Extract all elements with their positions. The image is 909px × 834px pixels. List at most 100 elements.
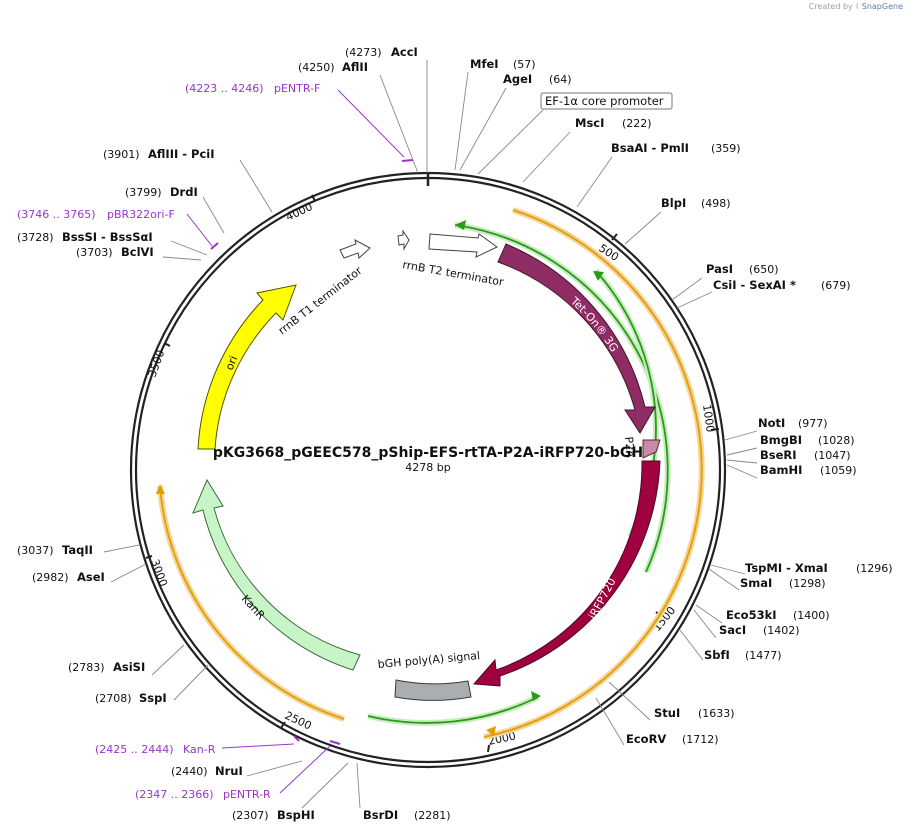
svg-text:(679): (679) xyxy=(821,279,851,292)
site-label[interactable]: BlpI (498) xyxy=(661,196,731,210)
svg-text:(650): (650) xyxy=(749,263,779,276)
plasmid-title: pKG3668_pGEEC578_pShip-EFS-rtTA-P2A-iRFP… xyxy=(213,445,643,461)
primer-label[interactable]: (4223 .. 4246)pENTR-F xyxy=(185,82,320,95)
site-label[interactable]: TspMI - XmaI(1296) xyxy=(745,561,893,575)
feature-label-irfp720: iRFP720 xyxy=(586,576,618,622)
site-label[interactable]: Eco53kI(1400) xyxy=(726,608,830,622)
svg-text:MscI: MscI xyxy=(575,116,604,130)
site-label[interactable]: BmgBI(1028) xyxy=(760,433,855,447)
site-label[interactable]: (4250)AflII xyxy=(298,60,368,74)
site-label[interactable]: BamHI (1059) xyxy=(760,463,857,477)
site-label[interactable]: BsrDI(2281) xyxy=(363,808,451,822)
feature-rrnb-t2[interactable] xyxy=(428,233,498,258)
site-label[interactable]: (2307)BspHI xyxy=(232,808,315,822)
feature-bgh-polya[interactable] xyxy=(394,679,472,701)
primer-marks xyxy=(210,159,414,745)
site-label[interactable]: (2982)AseI xyxy=(32,570,105,584)
site-label[interactable]: (3728)BssSI - BssSαI xyxy=(17,230,153,244)
svg-text:BspHI: BspHI xyxy=(277,808,315,822)
svg-text:(2982): (2982) xyxy=(32,571,69,584)
svg-text:(498): (498) xyxy=(701,197,731,210)
tick-label: 4000 xyxy=(284,200,315,224)
feature-rrnb-t2-small[interactable] xyxy=(397,229,410,251)
svg-text:SmaI: SmaI xyxy=(740,576,772,590)
svg-text:(977): (977) xyxy=(798,417,828,430)
svg-text:(1402): (1402) xyxy=(763,624,800,637)
svg-text:(3728): (3728) xyxy=(17,231,54,244)
site-label[interactable]: (2708)SspI xyxy=(95,691,167,705)
primer-labels: (4223 .. 4246)pENTR-F (3746 .. 3765)pBR3… xyxy=(17,82,320,801)
svg-text:BsrDI: BsrDI xyxy=(363,808,398,822)
svg-text:StuI: StuI xyxy=(654,706,680,720)
svg-text:(1477): (1477) xyxy=(745,649,782,662)
feature-label-ori: ori xyxy=(223,354,241,372)
svg-text:NotI: NotI xyxy=(758,416,785,430)
tick-label: 1000 xyxy=(700,404,717,434)
site-label[interactable]: SbfI(1477) xyxy=(704,648,782,662)
tick-label: 3000 xyxy=(148,558,170,589)
svg-text:(359): (359) xyxy=(711,142,741,155)
leader-lines xyxy=(103,60,758,809)
svg-text:BseRI: BseRI xyxy=(760,448,797,462)
site-label[interactable]: NotI (977) xyxy=(758,416,828,430)
svg-text:SacI: SacI xyxy=(719,623,746,637)
svg-text:MfeI: MfeI xyxy=(470,57,499,71)
svg-text:(2347 .. 2366): (2347 .. 2366) xyxy=(135,788,214,801)
site-label[interactable]: (2783) AsiSI xyxy=(68,660,145,674)
svg-text:BamHI: BamHI xyxy=(760,463,802,477)
svg-text:(3799): (3799) xyxy=(125,186,162,199)
site-label[interactable]: (3799)DrdI xyxy=(125,185,198,199)
site-label[interactable]: MscI (222) xyxy=(575,116,652,130)
svg-text:(1059): (1059) xyxy=(820,464,857,477)
site-label[interactable]: (3037)TaqII xyxy=(17,543,93,557)
svg-text:AflII: AflII xyxy=(342,60,368,74)
svg-text:AsiSI: AsiSI xyxy=(113,660,145,674)
svg-text:(2783): (2783) xyxy=(68,661,105,674)
svg-text:(57): (57) xyxy=(513,58,536,71)
feature-label-rrnb-t2: rrnB T2 terminator xyxy=(401,258,505,289)
feature-irfp720[interactable] xyxy=(472,460,661,687)
svg-text:(222): (222) xyxy=(622,117,652,130)
svg-text:AgeI: AgeI xyxy=(503,72,532,86)
svg-text:(2425 .. 2444): (2425 .. 2444) xyxy=(95,743,174,756)
site-label[interactable]: SacI (1402) xyxy=(719,623,800,637)
green-arc-bottom xyxy=(367,694,540,726)
primer-label[interactable]: (2425 .. 2444) Kan-R xyxy=(95,743,216,756)
svg-text:BlpI: BlpI xyxy=(661,196,686,210)
svg-text:Kan-R: Kan-R xyxy=(183,743,216,756)
svg-text:BclVI: BclVI xyxy=(121,245,154,259)
primer-mark-pentr-r xyxy=(329,740,341,745)
feature-kanr[interactable] xyxy=(192,478,361,671)
svg-text:TaqII: TaqII xyxy=(62,543,93,557)
site-label[interactable]: StuI (1633) xyxy=(654,706,735,720)
feature-ori[interactable] xyxy=(197,284,297,450)
site-label[interactable]: EcoRV(1712) xyxy=(626,732,719,746)
site-label[interactable]: CsiI - SexAI *(679) xyxy=(713,278,851,292)
site-label[interactable]: MfeI (57) xyxy=(470,57,536,71)
feature-label-bgh: bGH poly(A) signal xyxy=(377,649,480,671)
feature-label-tet-on: Tet-On® 3G xyxy=(567,294,620,354)
orf-arcs xyxy=(156,207,705,740)
site-label[interactable]: (3703)BclVI xyxy=(76,245,154,259)
primer-label[interactable]: (2347 .. 2366)pENTR-R xyxy=(135,788,271,801)
site-label[interactable]: BsaAI - PmlI(359) xyxy=(611,141,741,155)
ef1a-promoter-callout[interactable]: EF-1α core promoter xyxy=(540,92,673,110)
site-label[interactable]: (3901)AflIII - PciI xyxy=(103,147,215,161)
feature-p2a[interactable] xyxy=(642,439,661,459)
site-label[interactable]: (4273)AccI xyxy=(345,45,418,59)
feature-tet-on-3g[interactable] xyxy=(497,243,656,434)
svg-text:(1712): (1712) xyxy=(682,733,719,746)
svg-text:SspI: SspI xyxy=(139,691,167,705)
svg-text:(1633): (1633) xyxy=(698,707,735,720)
primer-label[interactable]: (3746 .. 3765)pBR322ori-F xyxy=(17,208,175,221)
site-label[interactable]: PasI(650) xyxy=(706,262,779,276)
svg-text:TspMI - XmaI: TspMI - XmaI xyxy=(745,561,828,575)
feature-rrnb-t1[interactable] xyxy=(339,239,371,259)
site-label[interactable]: BseRI(1047) xyxy=(760,448,851,462)
site-label[interactable]: SmaI(1298) xyxy=(740,576,826,590)
site-label[interactable]: (2440)NruI xyxy=(171,764,243,778)
feature-label-p2a: P2A xyxy=(622,436,637,459)
svg-text:NruI: NruI xyxy=(215,764,243,778)
site-label[interactable]: AgeI(64) xyxy=(503,72,572,86)
tick-label: 3500 xyxy=(146,348,168,379)
